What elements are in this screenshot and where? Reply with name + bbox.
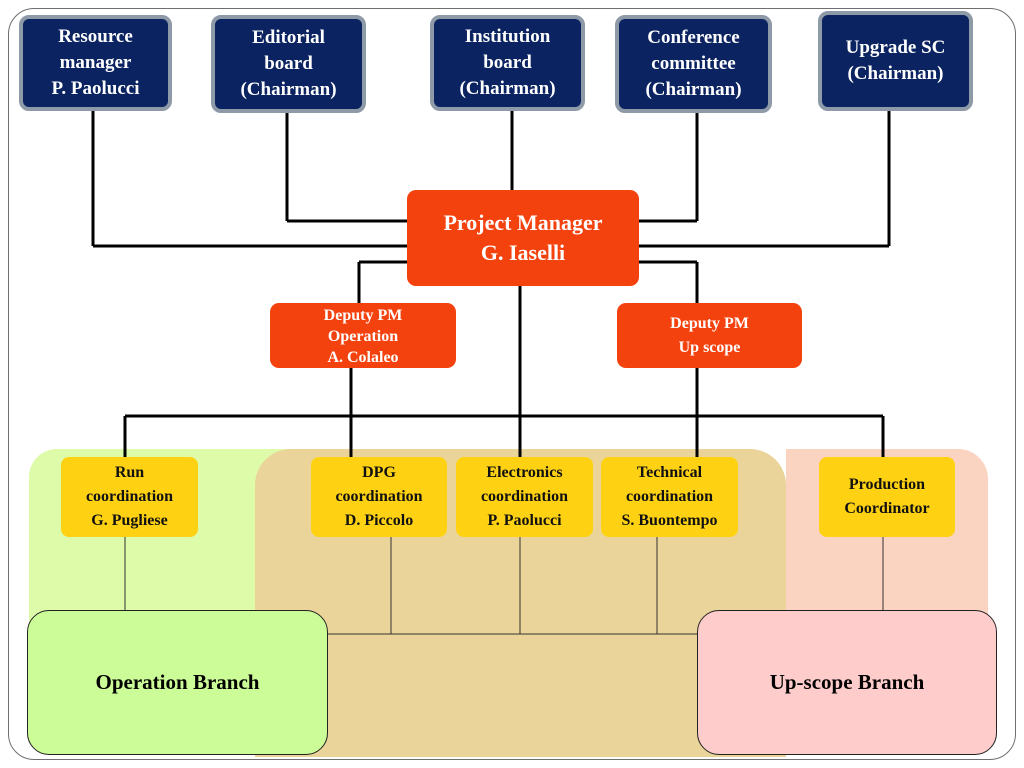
project-manager-box: Project Manager G. Iaselli: [407, 190, 639, 286]
deputy-pm-upscope-box: Deputy PM Up scope: [617, 303, 802, 368]
institution-board-box: Institution board (Chairman): [430, 15, 585, 111]
run-coordination-box: Run coordination G. Pugliese: [61, 457, 198, 537]
production-coordinator-box: Production Coordinator: [819, 457, 955, 537]
technical-coordination-box: Technical coordination S. Buontempo: [601, 457, 738, 537]
electronics-coordination-box: Electronics coordination P. Paolucci: [456, 457, 593, 537]
editorial-board-box: Editorial board (Chairman): [211, 15, 366, 113]
conference-committee-box: Conference committee (Chairman): [615, 15, 772, 113]
resource-manager-box: Resource manager P. Paolucci: [19, 15, 172, 111]
upscope-branch-box: Up-scope Branch: [697, 610, 997, 755]
deputy-pm-operation-box: Deputy PM Operation A. Colaleo: [270, 303, 456, 368]
dpg-coordination-box: DPG coordination D. Piccolo: [311, 457, 447, 537]
upgrade-sc-box: Upgrade SC (Chairman): [818, 11, 973, 111]
operation-branch-box: Operation Branch: [27, 610, 328, 755]
